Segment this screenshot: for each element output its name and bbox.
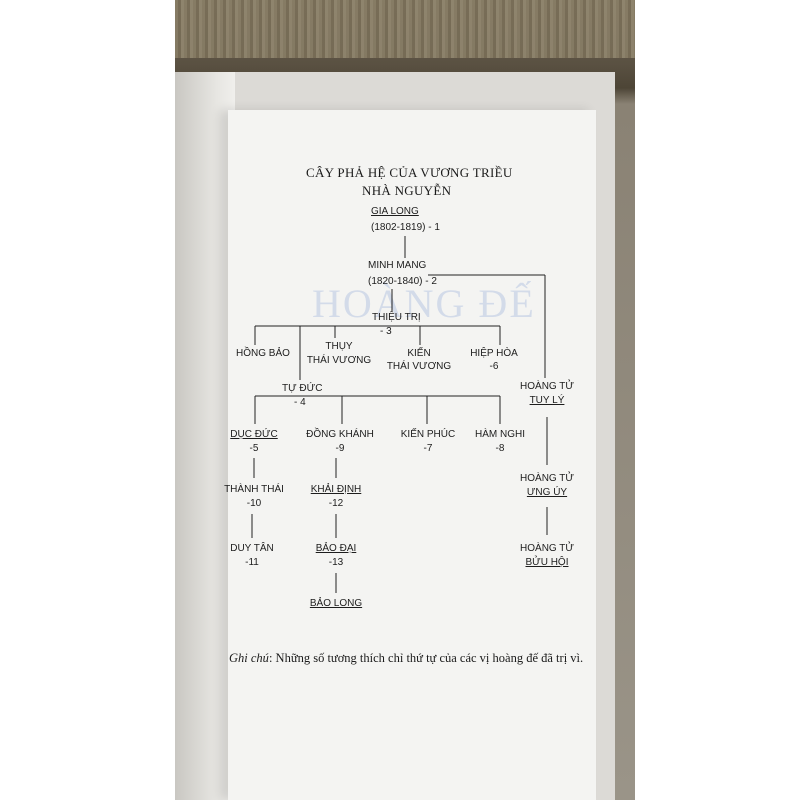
node-bao-dai-detail: -13: [306, 557, 366, 569]
node-buu-hoi-line1: HOÀNG TỬ: [510, 543, 584, 555]
node-kien-phuc-name: KIẾN PHÚC: [392, 429, 464, 441]
node-bao-dai-name: BẢO ĐẠI: [306, 543, 366, 555]
chart-title-line1: CÂY PHẢ HỆ CỦA VƯƠNG TRIỀU: [306, 165, 513, 181]
node-bao-long-name: BẢO LONG: [302, 598, 370, 610]
node-gia-long-detail: (1802-1819) - 1: [371, 222, 440, 234]
node-tuy-ly-line1: HOÀNG TỬ: [510, 381, 584, 393]
node-tuy-ly-line2: TUY LÝ: [510, 395, 584, 407]
footnote-text: : Những số tương thích chỉ thứ tự của cá…: [269, 651, 583, 665]
node-hiep-hoa-name: HIỆP HÒA: [466, 348, 522, 360]
background-book-spines: [175, 0, 635, 58]
footnote: Ghi chú: Những số tương thích chỉ thứ tự…: [229, 648, 589, 668]
node-tu-duc-name: TỰ ĐỨC: [282, 383, 322, 395]
node-kien-line2: THÁI VƯƠNG: [386, 361, 452, 373]
node-ung-uy-line2: ƯNG ÚY: [510, 487, 584, 499]
node-dong-khanh-name: ĐỒNG KHÁNH: [302, 429, 378, 441]
node-hong-bao-name: HỒNG BẢO: [236, 348, 290, 360]
node-duc-duc-detail: -5: [222, 443, 286, 455]
node-thuy-line2: THÁI VƯƠNG: [306, 355, 372, 367]
node-thanh-thai-detail: -10: [218, 498, 290, 510]
chart-title-line2: NHÀ NGUYỄN: [362, 183, 451, 199]
node-thieu-tri-name: THIỆU TRỊ: [372, 312, 421, 324]
node-khai-dinh-name: KHẢI ĐỊNH: [304, 484, 368, 496]
node-ham-nghi-detail: -8: [470, 443, 530, 455]
node-buu-hoi-line2: BỬU HỘI: [510, 557, 584, 569]
node-duc-duc-name: DỤC ĐỨC: [222, 429, 286, 441]
node-ung-uy-line1: HOÀNG TỬ: [510, 473, 584, 485]
node-thieu-tri-detail: - 3: [380, 326, 392, 338]
node-duy-tan-name: DUY TÂN: [220, 543, 284, 555]
node-ham-nghi-name: HÀM NGHI: [470, 429, 530, 441]
node-minh-mang-name: MINH MANG: [368, 260, 426, 272]
node-tu-duc-detail: - 4: [294, 397, 306, 409]
node-duy-tan-detail: -11: [220, 557, 284, 569]
node-hiep-hoa-detail: -6: [466, 361, 522, 373]
node-minh-mang-detail: (1820-1840) - 2: [368, 276, 437, 288]
node-thanh-thai-name: THÀNH THÁI: [218, 484, 290, 496]
footnote-label: Ghi chú: [229, 651, 269, 665]
node-gia-long-name: GIA LONG: [371, 206, 419, 218]
node-kien-line1: KIẾN: [386, 348, 452, 360]
node-kien-phuc-detail: -7: [392, 443, 464, 455]
node-thuy-line1: THỤY: [306, 341, 372, 353]
node-dong-khanh-detail: -9: [302, 443, 378, 455]
node-khai-dinh-detail: -12: [304, 498, 368, 510]
